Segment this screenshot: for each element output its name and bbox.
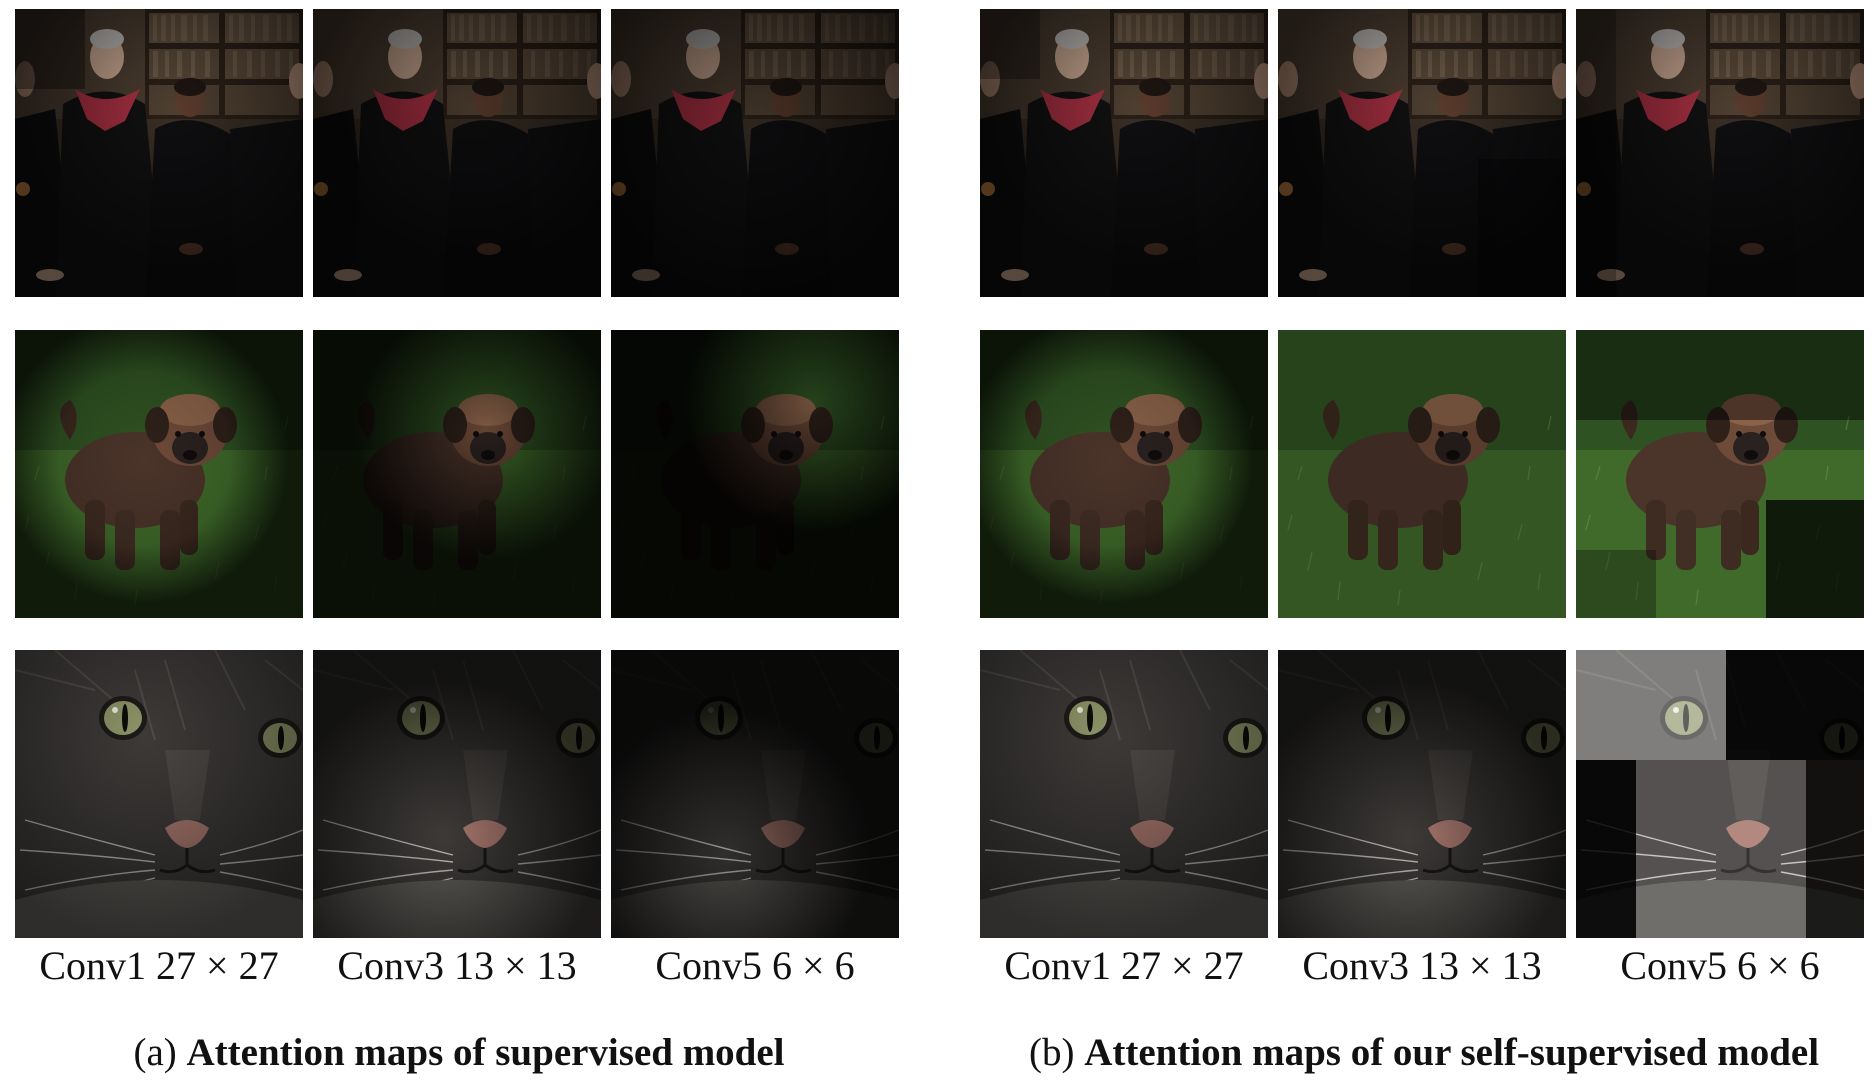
image-puppy-conv1-self-supervised bbox=[980, 330, 1268, 618]
caption-self-supervised: (b) Attention maps of our self-supervise… bbox=[980, 1030, 1868, 1075]
column-label-conv5: Conv5 6 × 6 bbox=[655, 943, 855, 988]
image-puppy-conv5-self-supervised bbox=[1576, 330, 1864, 618]
image-group-conv3-self-supervised bbox=[1278, 9, 1566, 297]
image-cat-conv3-self-supervised bbox=[1278, 650, 1566, 938]
caption-prefix: (b) bbox=[1028, 1031, 1085, 1074]
column-label-conv1: Conv1 27 × 27 bbox=[1004, 943, 1244, 988]
column-label-conv3: Conv3 13 × 13 bbox=[1302, 943, 1542, 988]
image-group-conv1-supervised bbox=[15, 9, 303, 297]
caption-title: Attention maps of supervised model bbox=[186, 1031, 785, 1074]
image-cat-conv5-supervised bbox=[611, 650, 899, 938]
panel-self-supervised: Conv1 27 × 27 Conv3 13 × 13 Conv5 6 × 6 … bbox=[980, 0, 1868, 1080]
image-puppy-conv5-supervised bbox=[611, 330, 899, 618]
caption-supervised: (a) Attention maps of supervised model bbox=[15, 1030, 903, 1075]
image-group-conv5-self-supervised bbox=[1576, 9, 1864, 297]
image-puppy-conv1-supervised bbox=[15, 330, 303, 618]
image-puppy-conv3-self-supervised bbox=[1278, 330, 1566, 618]
column-label-conv5: Conv5 6 × 6 bbox=[1620, 943, 1820, 988]
image-cat-conv1-self-supervised bbox=[980, 650, 1268, 938]
panel-supervised: Conv1 27 × 27 Conv3 13 × 13 Conv5 6 × 6 … bbox=[15, 0, 903, 1080]
image-group-conv1-self-supervised bbox=[980, 9, 1268, 297]
image-cat-conv3-supervised bbox=[313, 650, 601, 938]
caption-prefix: (a) bbox=[133, 1031, 187, 1074]
image-cat-conv1-supervised bbox=[15, 650, 303, 938]
column-label-conv3: Conv3 13 × 13 bbox=[337, 943, 577, 988]
image-group-conv3-supervised bbox=[313, 9, 601, 297]
image-cat-conv5-self-supervised bbox=[1576, 650, 1864, 938]
image-group-conv5-supervised bbox=[611, 9, 899, 297]
column-label-conv1: Conv1 27 × 27 bbox=[39, 943, 279, 988]
image-puppy-conv3-supervised bbox=[313, 330, 601, 618]
caption-title: Attention maps of our self-supervised mo… bbox=[1084, 1031, 1820, 1074]
